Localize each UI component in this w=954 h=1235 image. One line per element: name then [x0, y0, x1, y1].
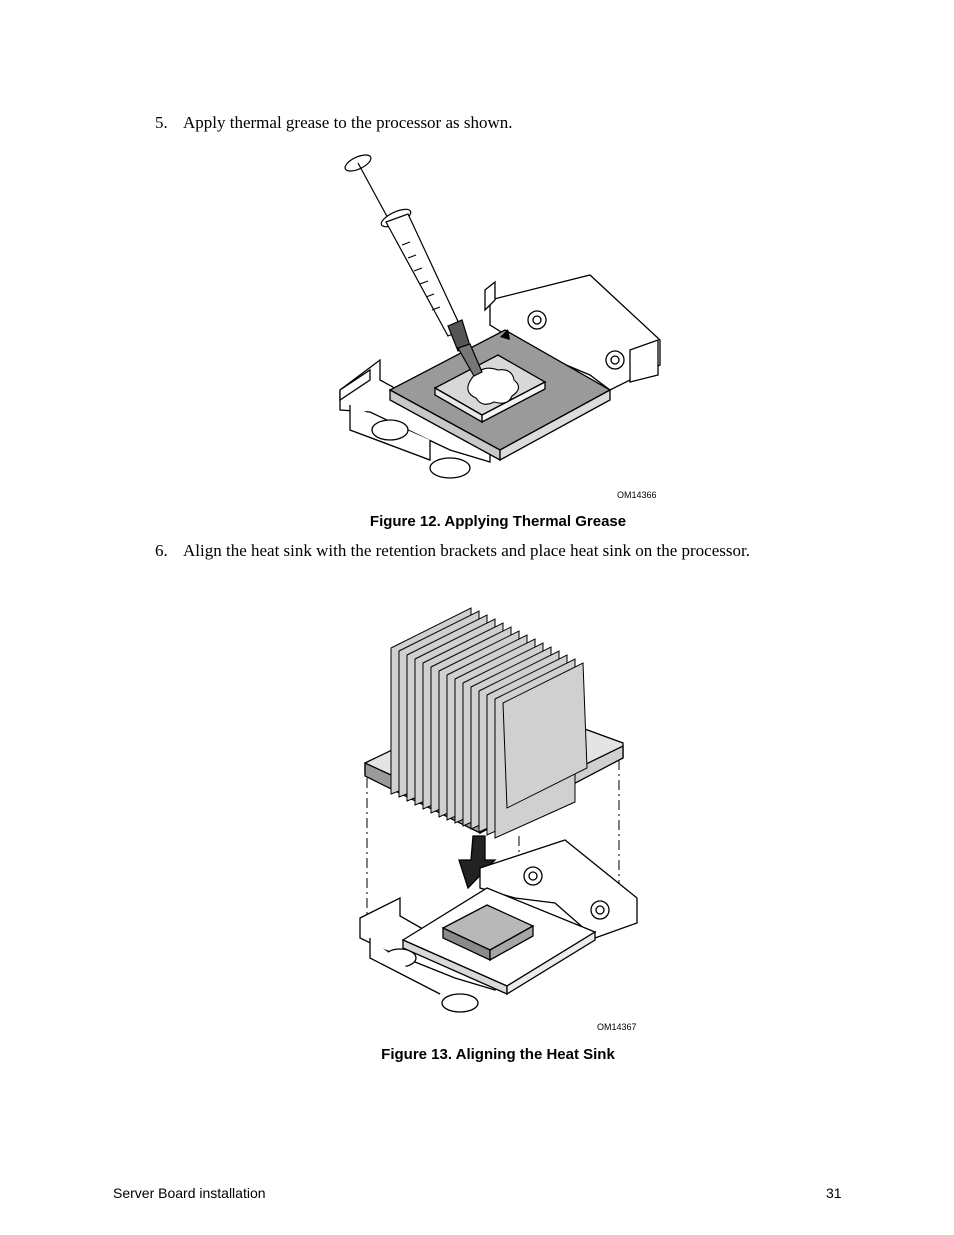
heat-sink-alignment-illustration — [359, 607, 638, 1013]
figure-id: OM14366 — [617, 490, 657, 500]
step-text: Align the heat sink with the retention b… — [183, 541, 750, 560]
figure-id: OM14367 — [597, 1022, 637, 1032]
step-6: 6. Align the heat sink with the retention… — [155, 541, 750, 561]
figure-caption: Figure 12. Applying Thermal Grease — [369, 513, 627, 530]
page-number: 31 — [826, 1185, 842, 1201]
step-number: 5. — [155, 113, 168, 132]
figure-caption: Figure 13. Aligning the Heat Sink — [381, 1046, 615, 1063]
step-text: Apply thermal grease to the processor as… — [183, 113, 513, 132]
footer-section-title: Server Board installation — [113, 1185, 266, 1201]
thermal-grease-illustration — [339, 154, 661, 479]
step-number: 6. — [155, 541, 168, 560]
step-5: 5. Apply thermal grease to the processor … — [155, 113, 513, 133]
